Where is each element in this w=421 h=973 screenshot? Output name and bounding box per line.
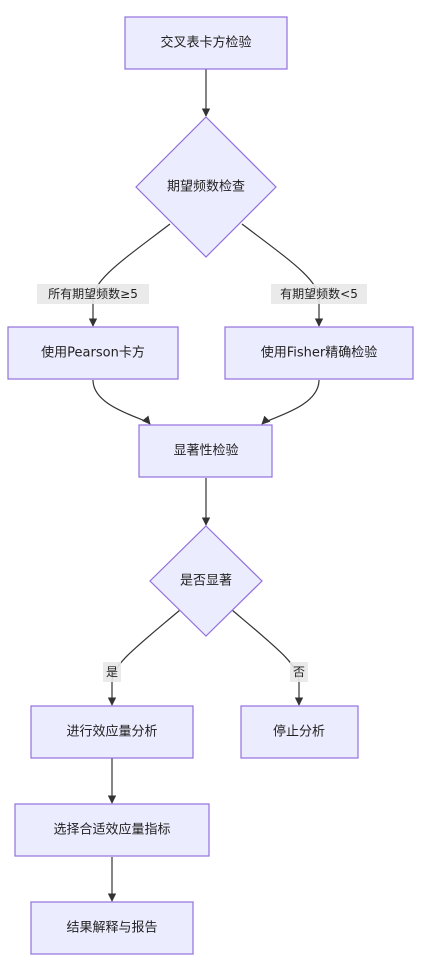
edge-expected-check-to-pearson xyxy=(88,223,171,327)
node-expected-freq-check: 期望频数检查 xyxy=(135,116,277,258)
node-significance-test: 显著性检验 xyxy=(138,424,273,478)
svg-text:使用Fisher精确检验: 使用Fisher精确检验 xyxy=(261,345,378,361)
svg-text:进行效应量分析: 进行效应量分析 xyxy=(66,724,157,740)
svg-text:使用Pearson卡方: 使用Pearson卡方 xyxy=(41,345,145,361)
edge-expected-check-to-fisher xyxy=(241,223,324,327)
svg-text:停止分析: 停止分析 xyxy=(273,724,325,740)
svg-text:显著性检验: 显著性检验 xyxy=(173,443,238,459)
edge-label-all-expected-ge5: 所有期望频数≥5 xyxy=(37,284,149,304)
edge-label-no: 否 xyxy=(290,662,308,682)
node-stop-analysis: 停止分析 xyxy=(240,705,359,759)
node-crosstab-chi-test: 交叉表卡方检验 xyxy=(124,16,288,70)
edge-is-significant-to-stop xyxy=(231,609,304,706)
node-interpret-report: 结果解释与报告 xyxy=(30,901,194,955)
svg-text:交叉表卡方检验: 交叉表卡方检验 xyxy=(160,35,251,51)
svg-text:有期望频数<5: 有期望频数<5 xyxy=(280,286,358,301)
svg-text:是否显著: 是否显著 xyxy=(180,574,232,589)
svg-text:所有期望频数≥5: 所有期望频数≥5 xyxy=(48,286,138,301)
edge-label-yes: 是 xyxy=(103,662,121,682)
svg-text:选择合适效应量指标: 选择合适效应量指标 xyxy=(53,822,170,838)
svg-text:否: 否 xyxy=(293,665,305,679)
edge-fisher-to-significance xyxy=(261,379,320,425)
svg-text:期望频数检查: 期望频数检查 xyxy=(167,179,245,195)
node-fisher-exact: 使用Fisher精确检验 xyxy=(224,326,414,380)
edge-label-some-expected-lt5: 有期望频数<5 xyxy=(271,284,367,304)
edge-is-significant-to-effect-size xyxy=(107,609,181,706)
node-effect-size-analysis: 进行效应量分析 xyxy=(30,705,194,759)
nodes: 交叉表卡方检验 期望频数检查 使用Pearson卡方 使用Fisher精确检验 … xyxy=(7,16,414,955)
edge-pearson-to-significance xyxy=(92,379,151,425)
node-choose-effect-metric: 选择合适效应量指标 xyxy=(14,803,210,857)
edges xyxy=(88,69,324,902)
svg-text:结果解释与报告: 结果解释与报告 xyxy=(66,921,157,936)
svg-text:是: 是 xyxy=(106,665,118,679)
edge-labels: 所有期望频数≥5 有期望频数<5 是 否 xyxy=(37,284,367,682)
node-is-significant: 是否显著 xyxy=(149,525,263,637)
node-pearson-chi: 使用Pearson卡方 xyxy=(7,326,179,380)
